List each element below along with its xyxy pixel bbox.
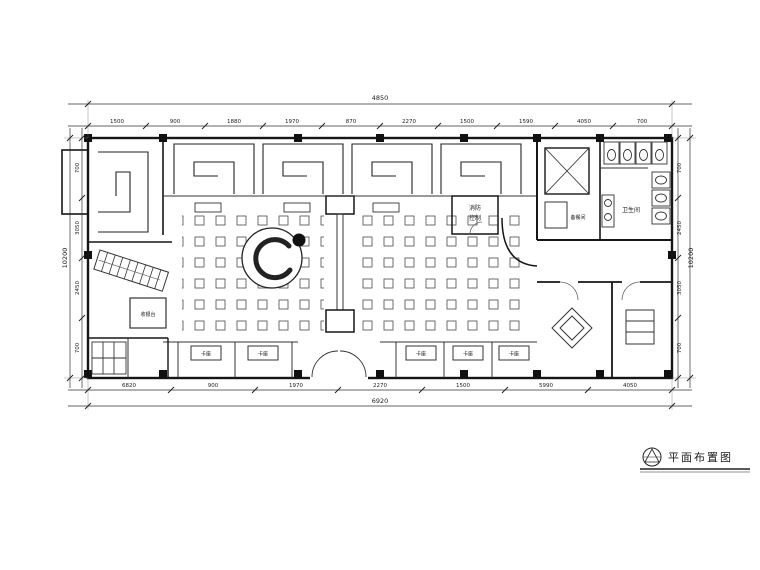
dim-bottom: 4050 bbox=[623, 383, 637, 389]
fire-control-label-2: 控制 bbox=[469, 214, 481, 222]
booth-label: 卡座 bbox=[463, 351, 473, 358]
central-feature-wall bbox=[324, 194, 356, 336]
dim-top: 4050 bbox=[577, 119, 591, 125]
dim-bottom-total: 6920 bbox=[372, 397, 389, 405]
dim-left-total: 10200 bbox=[61, 248, 69, 269]
left-annex-room bbox=[61, 149, 89, 215]
dim-top: 2270 bbox=[402, 119, 416, 125]
dim-bottom: 6820 bbox=[122, 383, 136, 389]
booth-label: 卡座 bbox=[416, 351, 426, 358]
round-reception-feature bbox=[241, 227, 306, 289]
dim-bottom: 1970 bbox=[289, 383, 303, 389]
dim-top: 870 bbox=[346, 119, 357, 125]
fire-control-label-1: 消防 bbox=[469, 204, 481, 212]
restroom: 卫生间 bbox=[600, 141, 671, 228]
dim-right-total: 10200 bbox=[687, 248, 695, 269]
cabinet-grid bbox=[91, 341, 127, 375]
dim-right: 2450 bbox=[677, 221, 683, 235]
interior-walls bbox=[88, 138, 672, 378]
dim-right: 3050 bbox=[677, 281, 683, 295]
dim-left: 3050 bbox=[75, 221, 81, 235]
service-shaft: 备餐间 bbox=[544, 147, 590, 229]
dim-bottom: 900 bbox=[208, 383, 219, 389]
dim-right: 700 bbox=[677, 162, 683, 173]
booth-label: 卡座 bbox=[258, 351, 268, 358]
dim-top: 1970 bbox=[285, 119, 299, 125]
private-room-tables bbox=[551, 307, 655, 349]
dim-bottom: 1500 bbox=[456, 383, 470, 389]
extension-lines bbox=[64, 100, 696, 410]
dim-top: 700 bbox=[637, 119, 648, 125]
dim-top: 1500 bbox=[460, 119, 474, 125]
wall-tables bbox=[194, 202, 400, 213]
title-block: 平面布置图 bbox=[640, 447, 750, 473]
dimension-numbers: 4850 1500 900 1880 1970 870 2270 1500 15… bbox=[61, 94, 695, 405]
drawing-title: 平面布置图 bbox=[668, 451, 733, 464]
main-entry bbox=[310, 350, 368, 381]
stairs bbox=[93, 249, 170, 292]
dim-left: 2450 bbox=[75, 281, 81, 295]
dim-bottom: 2270 bbox=[373, 383, 387, 389]
prep-room-label: 备餐间 bbox=[570, 214, 585, 221]
dim-top: 1880 bbox=[227, 119, 241, 125]
dim-left: 700 bbox=[75, 162, 81, 173]
dim-top: 1500 bbox=[110, 119, 124, 125]
booth-tables: 卡座 卡座 卡座 卡座 卡座 bbox=[190, 345, 530, 361]
door-arc bbox=[559, 281, 579, 301]
dim-top-total: 4850 bbox=[372, 94, 389, 102]
dim-right: 700 bbox=[677, 342, 683, 353]
booth-label: 卡座 bbox=[509, 351, 519, 358]
restroom-label: 卫生间 bbox=[622, 206, 640, 214]
fire-control-room: 消防 控制 bbox=[451, 195, 499, 235]
logo-dot bbox=[292, 233, 306, 247]
structural-columns bbox=[84, 134, 676, 378]
cashier-counter: 收银台 bbox=[129, 297, 167, 329]
dim-top: 1590 bbox=[519, 119, 533, 125]
door-arc bbox=[469, 221, 483, 235]
cashier-label: 收银台 bbox=[140, 311, 155, 318]
curved-partition bbox=[501, 217, 538, 267]
elevation-symbol-triangle bbox=[644, 448, 660, 463]
dim-top: 900 bbox=[170, 119, 181, 125]
dim-left: 700 bbox=[75, 342, 81, 353]
booth-label: 卡座 bbox=[201, 351, 211, 358]
dim-bottom: 5990 bbox=[539, 383, 553, 389]
door-arc bbox=[621, 281, 641, 301]
